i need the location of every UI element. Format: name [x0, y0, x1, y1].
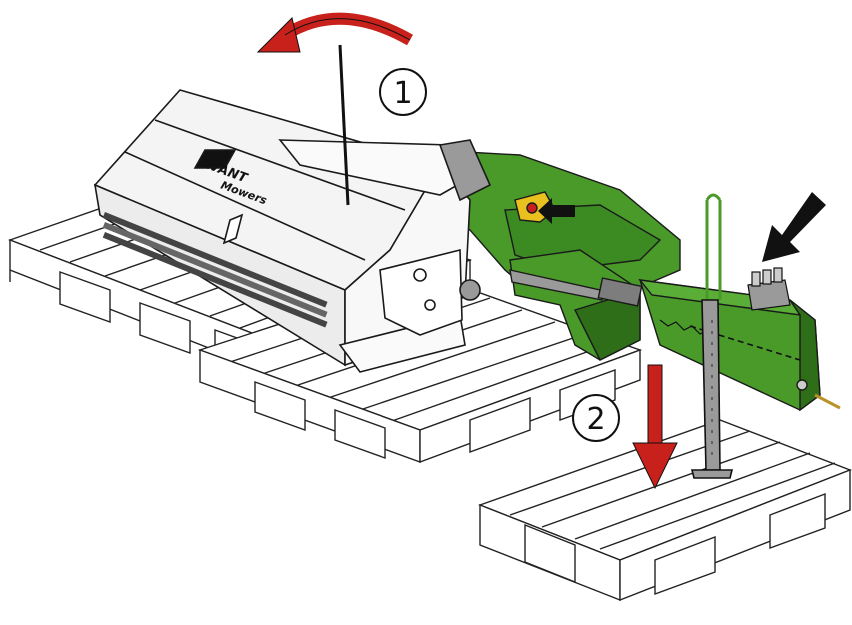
callout-1-leader: [338, 44, 350, 206]
callout-1: 1: [379, 68, 427, 116]
arrow-down-icon: [632, 364, 678, 490]
arrow-down-left-icon: [762, 192, 826, 262]
callout-2: 2: [572, 394, 620, 442]
support-stand: [690, 193, 734, 479]
flail-roller: [102, 212, 328, 328]
callout-2-label: 2: [586, 402, 605, 437]
green-subframe: [429, 149, 841, 412]
curved-arrow-left-icon: [256, 12, 413, 53]
hydraulic-couplers: [747, 267, 791, 311]
mower-body: AVANT Mowers: [93, 89, 492, 373]
callout-1-label: 1: [393, 76, 412, 111]
arrow-left-icon: [538, 198, 575, 224]
